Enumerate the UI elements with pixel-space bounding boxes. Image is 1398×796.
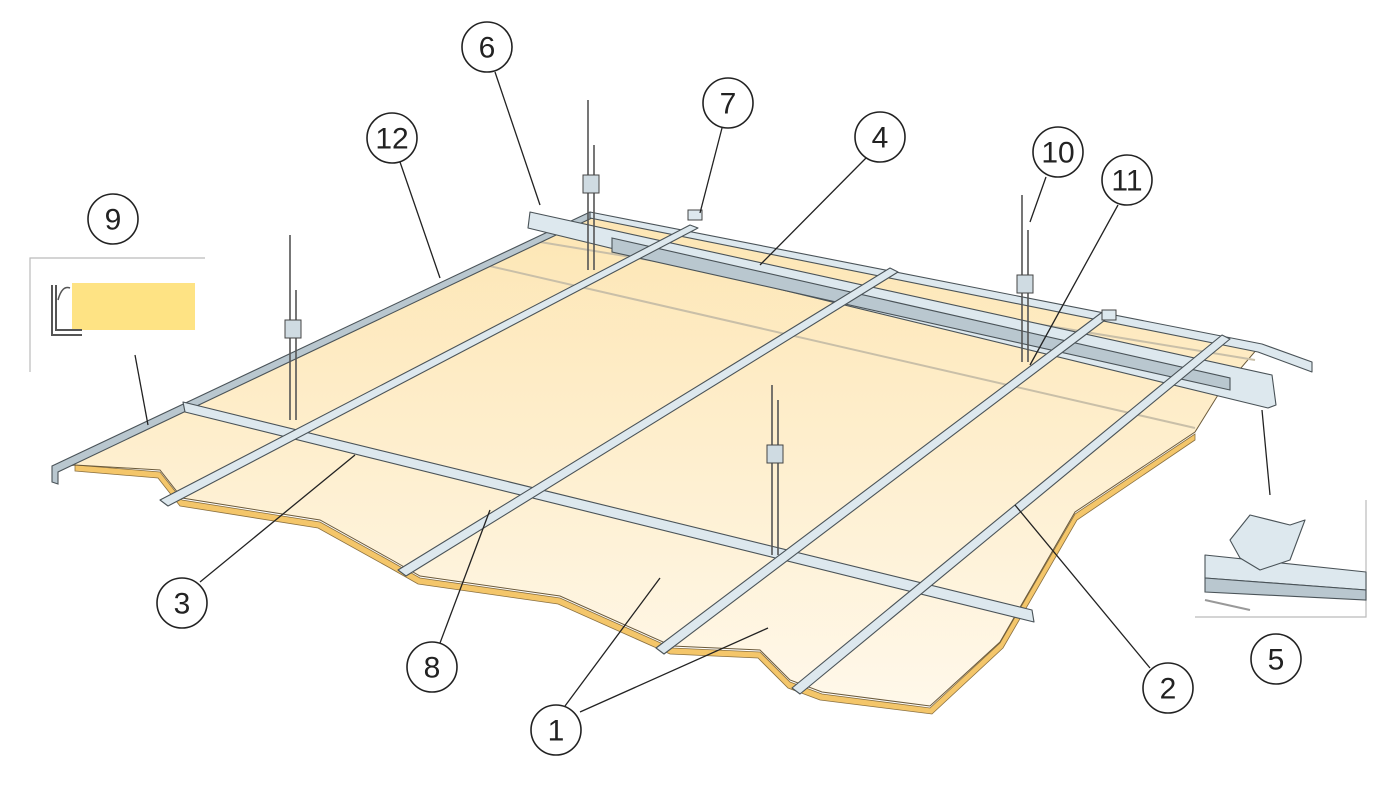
board-joint: [484, 264, 1196, 429]
main-channel-front: [182, 401, 1035, 623]
ceiling-board: [54, 214, 1259, 707]
leader-lines: [134, 71, 1271, 713]
svg-text:12: 12: [375, 123, 408, 156]
wall-bracket: [1101, 309, 1117, 321]
callout-2: 2: [1142, 662, 1194, 714]
svg-text:7: 7: [720, 88, 737, 121]
furring-channel: [791, 334, 1231, 695]
furring-channel: [159, 224, 699, 507]
callout-1: 1: [530, 704, 582, 756]
hanger-rods: [284, 100, 1034, 555]
svg-text:5: 5: [1268, 644, 1285, 677]
ceiling-board-edge: [74, 433, 1196, 715]
inset-detail-5: [1195, 500, 1367, 618]
callout-6: 6: [461, 21, 513, 73]
inset-detail-9: [29, 257, 205, 372]
svg-text:9: 9: [105, 204, 122, 237]
main-channel-back-web: [611, 237, 1231, 391]
svg-text:10: 10: [1041, 137, 1074, 170]
callout-7: 7: [702, 77, 754, 129]
callout-3: 3: [156, 577, 208, 629]
callout-8: 8: [406, 641, 458, 693]
svg-text:2: 2: [1160, 673, 1177, 706]
svg-text:6: 6: [479, 32, 496, 65]
perimeter-trim-back: [589, 211, 1313, 373]
callout-5: 5: [1250, 633, 1302, 685]
svg-text:1: 1: [548, 715, 565, 748]
svg-text:8: 8: [424, 652, 441, 685]
callout-4: 4: [854, 111, 906, 163]
svg-text:4: 4: [872, 122, 889, 155]
callout-9: 9: [87, 193, 139, 245]
svg-text:3: 3: [174, 588, 191, 621]
furring-channel: [397, 267, 899, 577]
svg-text:11: 11: [1111, 165, 1142, 198]
wall-bracket: [687, 209, 703, 221]
callout-12: 12: [366, 112, 418, 164]
callout-11: 11: [1101, 154, 1153, 206]
callout-10: 10: [1032, 126, 1084, 178]
